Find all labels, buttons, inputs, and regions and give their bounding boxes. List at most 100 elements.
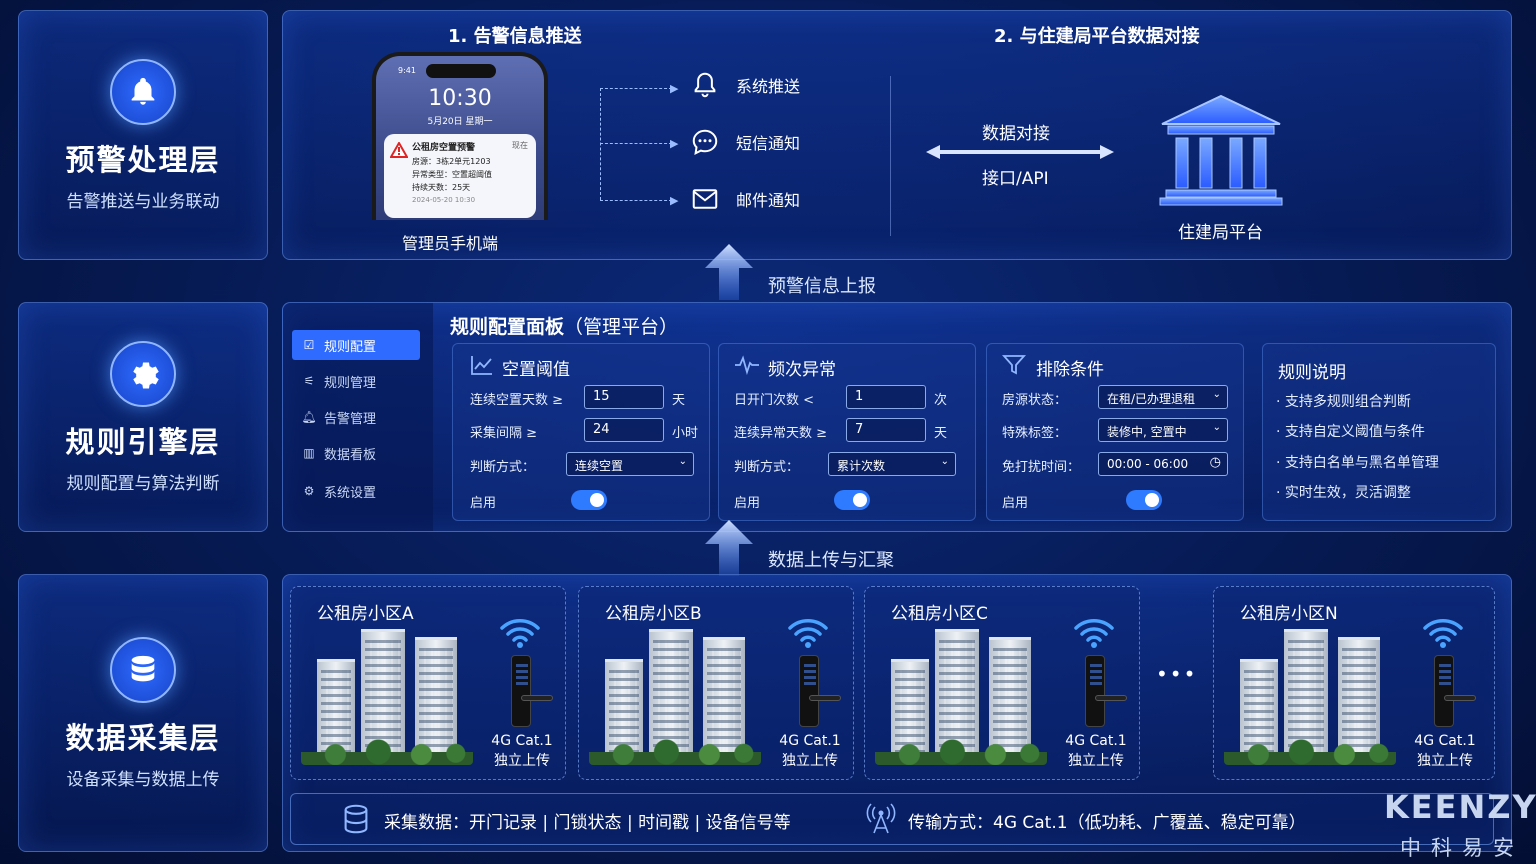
- clock-icon: ◷: [1209, 455, 1221, 470]
- menu-item-rule-config[interactable]: ☑ 规则配置: [292, 330, 420, 360]
- rules-panel: [282, 302, 1512, 532]
- lock-handle-image: [1444, 695, 1476, 701]
- trees-image: [1224, 739, 1396, 765]
- panel-title-suffix: （管理平台）: [564, 316, 679, 338]
- link-label-bottom: 接口/API: [982, 169, 1049, 189]
- upload-mode: 独立上传: [494, 753, 550, 769]
- building-image: [361, 629, 405, 759]
- card-title: 规则说明: [1278, 363, 1346, 383]
- channel-label: 邮件通知: [736, 191, 801, 210]
- house-status-select[interactable]: 在租/已办理退租⌄: [1098, 385, 1228, 409]
- exclude-enable-toggle[interactable]: [1126, 490, 1162, 510]
- lock-handle-image: [809, 695, 841, 701]
- layer-rules: 规则引擎层 规则配置与算法判断: [18, 302, 268, 532]
- field-unit: 天: [672, 393, 686, 408]
- select-value: 在租/已办理退租: [1107, 392, 1196, 406]
- net-type: 4G Cat.1: [491, 733, 553, 749]
- collect-interval-input[interactable]: 24: [584, 418, 664, 442]
- zone-title: 公租房小区C: [891, 604, 988, 624]
- link-label-top: 数据对接: [982, 124, 1050, 144]
- smart-lock-image: [799, 655, 819, 727]
- menu-label: 告警管理: [324, 411, 377, 427]
- menu-item-alert-manage[interactable]: 🔔︎ 告警管理: [292, 402, 420, 432]
- menu-item-rule-manage[interactable]: ⚟规则管理: [292, 366, 420, 396]
- info-bar: [290, 793, 1494, 845]
- brand-logo-en: KEENZY: [1384, 788, 1536, 826]
- bidirectional-arrow-icon: [924, 143, 1116, 165]
- notification-timestamp: 2024-05-20 10:30: [412, 196, 476, 204]
- checkbox-icon: ☑: [303, 338, 315, 352]
- arrow-head-icon: ▶: [670, 82, 679, 95]
- field-label: 采集间隔 ≥: [470, 426, 538, 441]
- phone-notch: [426, 64, 496, 78]
- chart-icon: ▥: [303, 446, 315, 460]
- layer-title: 数据采集层: [65, 720, 221, 755]
- building-image: [935, 629, 979, 759]
- channel-system-push: 系统推送: [690, 70, 800, 100]
- menu-label: 规则管理: [324, 375, 377, 391]
- field-label: 免打扰时间：: [1002, 460, 1081, 475]
- vacancy-days-input[interactable]: 15: [584, 385, 664, 409]
- card-title: 空置阈值: [502, 360, 570, 380]
- judge-mode-select[interactable]: 累计次数⌄: [828, 452, 956, 476]
- gear-small-icon: ⚙: [303, 484, 315, 498]
- phone-status-time: 9:41: [398, 66, 416, 75]
- gear-icon: [110, 340, 176, 407]
- net-type: 4G Cat.1: [1065, 733, 1127, 749]
- frequency-enable-toggle[interactable]: [834, 490, 870, 510]
- layer-collect: 数据采集层 设备采集与数据上传: [18, 574, 268, 852]
- building-image: [649, 629, 693, 759]
- layer-title: 预警处理层: [65, 142, 221, 177]
- daily-open-input[interactable]: 1: [846, 385, 926, 409]
- panel-title-main: 规则配置面板: [450, 316, 565, 338]
- menu-item-settings[interactable]: ⚙ 系统设置: [292, 476, 420, 506]
- network-label: 4G Cat.1 独立上传: [487, 731, 557, 771]
- pulse-icon: [734, 355, 760, 379]
- note-text: 实时生效，灵活调整: [1284, 485, 1411, 501]
- layer-subtitle: 告警推送与业务联动: [66, 191, 220, 212]
- note-item: · 支持多规则组合判断: [1276, 394, 1411, 410]
- menu-label: 系统设置: [324, 485, 377, 501]
- menu-item-dashboard[interactable]: ▥数据看板: [292, 438, 420, 468]
- bell-small-icon: 🔔︎: [301, 410, 317, 424]
- special-tag-select[interactable]: 装修中, 空置中⌄: [1098, 418, 1228, 442]
- chevron-down-icon: ⌄: [940, 456, 949, 467]
- chat-bubble-icon: [692, 129, 718, 156]
- channel-label: 短信通知: [736, 134, 801, 153]
- smart-lock-image: [511, 655, 531, 727]
- notification-title: 公租房空置预警: [412, 143, 476, 153]
- connector-line: [600, 88, 601, 200]
- field-label: 连续空置天数 ≥: [470, 393, 564, 408]
- zone-title: 公租房小区B: [605, 604, 702, 624]
- upload-mode: 独立上传: [1068, 753, 1124, 769]
- select-value: 装修中, 空置中: [1107, 425, 1187, 439]
- building-image: [703, 637, 745, 759]
- menu-label: 规则配置: [324, 339, 377, 355]
- upload-arrow-icon: [705, 520, 753, 576]
- quiet-time-picker[interactable]: 00:00 - 06:00◷: [1098, 452, 1228, 476]
- warning-icon: [389, 140, 409, 158]
- database-outline-icon: [342, 804, 370, 838]
- more-ellipsis: •••: [1156, 662, 1198, 686]
- judge-mode-select[interactable]: 连续空置⌄: [566, 452, 694, 476]
- arrow-head-icon: ▶: [670, 194, 679, 207]
- chevron-down-icon: ⌄: [678, 456, 687, 467]
- lock-handle-image: [1095, 695, 1127, 701]
- building-image: [989, 637, 1031, 759]
- note-item: · 支持自定义阈值与条件: [1276, 424, 1425, 440]
- vacancy-enable-toggle[interactable]: [571, 490, 607, 510]
- brand-logo-cn: 中科易安: [1400, 836, 1524, 860]
- building-image: [1284, 629, 1328, 759]
- rules-panel-title: 规则配置面板（管理平台）: [450, 312, 678, 339]
- rule-notes-card: [1262, 343, 1496, 521]
- notification-when: 现在: [512, 141, 528, 150]
- anomaly-days-input[interactable]: 7: [846, 418, 926, 442]
- community-zone: 公租房小区C 4G Cat.1 独立上传: [864, 586, 1140, 780]
- alert-notification[interactable]: 公租房空置预警 现在 房源：3栋2单元1203 异常类型：空置超阈值 持续天数：…: [384, 134, 536, 218]
- note-text: 支持自定义阈值与条件: [1284, 424, 1425, 440]
